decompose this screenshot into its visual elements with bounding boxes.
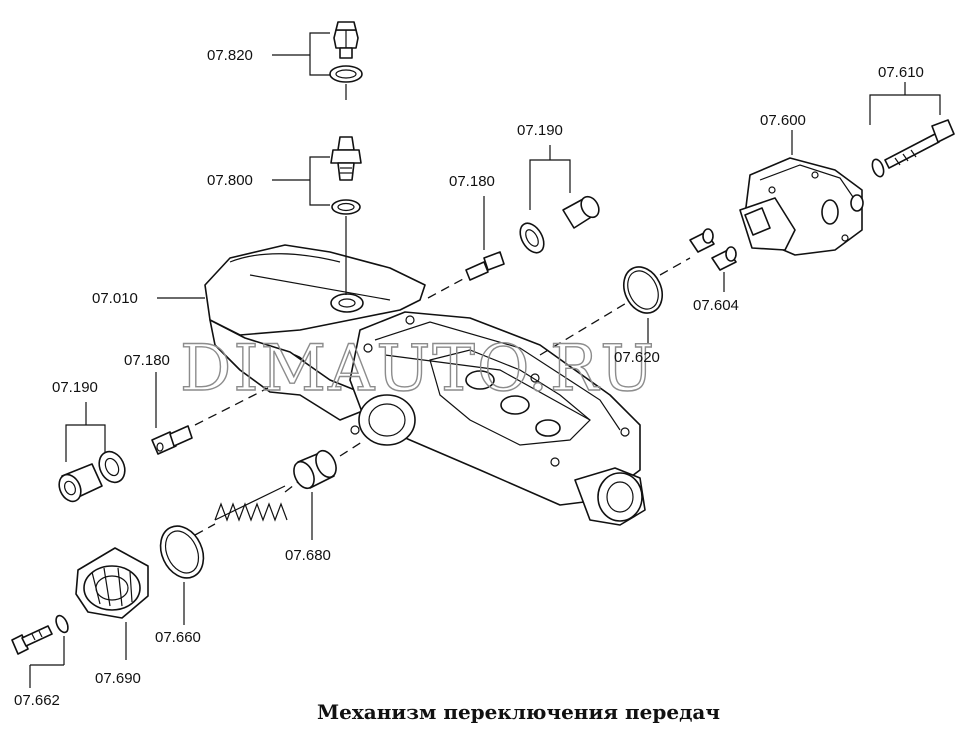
part-label-07800: 07.800: [207, 172, 253, 189]
part-label-07660: 07.660: [155, 629, 201, 646]
spring: [214, 485, 288, 522]
part-label-07820: 07.820: [207, 47, 253, 64]
part-label-07600: 07.600: [760, 112, 806, 129]
part-label-07680: 07.680: [285, 547, 331, 564]
watermark: DIMAUTO.RU: [180, 332, 656, 406]
axis-line: [427, 277, 466, 299]
diagram-caption: Механизм переключения передач: [317, 700, 720, 724]
leader-lines: [29, 32, 941, 688]
bushing-07680: [293, 449, 337, 490]
washer-07610: [871, 158, 885, 178]
cover-07600: [739, 157, 864, 256]
part-label-07604: 07.604: [693, 297, 739, 314]
part-label-07610: 07.610: [878, 64, 924, 81]
axis-line: [339, 439, 366, 457]
part-label-07190-top: 07.190: [517, 122, 563, 139]
end-cap-07690: [75, 547, 149, 619]
axis-line: [284, 481, 299, 493]
detent-pin-07180-top: [465, 251, 505, 281]
axis-line: [194, 387, 269, 426]
bolt-07610: [884, 119, 955, 169]
plug-07190-top: [562, 195, 600, 229]
axis-line: [659, 257, 691, 276]
pin-07604: [689, 228, 737, 271]
part-label-07690: 07.690: [95, 670, 141, 687]
gearshift-housing: [204, 244, 646, 526]
breather-07800: [330, 136, 362, 181]
o-ring-07660: [159, 525, 205, 579]
washer-07190-left: [98, 450, 126, 484]
washer-07820: [329, 65, 363, 83]
washer-07662: [55, 614, 69, 634]
plug-07190-left: [58, 463, 103, 503]
part-label-07180-top: 07.180: [449, 173, 495, 190]
axis-line: [194, 523, 216, 536]
o-ring-07620: [622, 266, 664, 314]
bolt-07662: [11, 625, 53, 655]
plug-07820: [333, 21, 359, 59]
detent-pin-07180-left: [151, 425, 193, 455]
washer-07800: [331, 199, 361, 215]
washer-07190-top: [519, 222, 545, 254]
part-label-07662: 07.662: [14, 692, 60, 709]
part-label-07180-left: 07.180: [124, 352, 170, 369]
part-label-07190-left: 07.190: [52, 379, 98, 396]
part-label-07010: 07.010: [92, 290, 138, 307]
part-label-07620: 07.620: [614, 349, 660, 366]
axis-line: [539, 301, 629, 356]
